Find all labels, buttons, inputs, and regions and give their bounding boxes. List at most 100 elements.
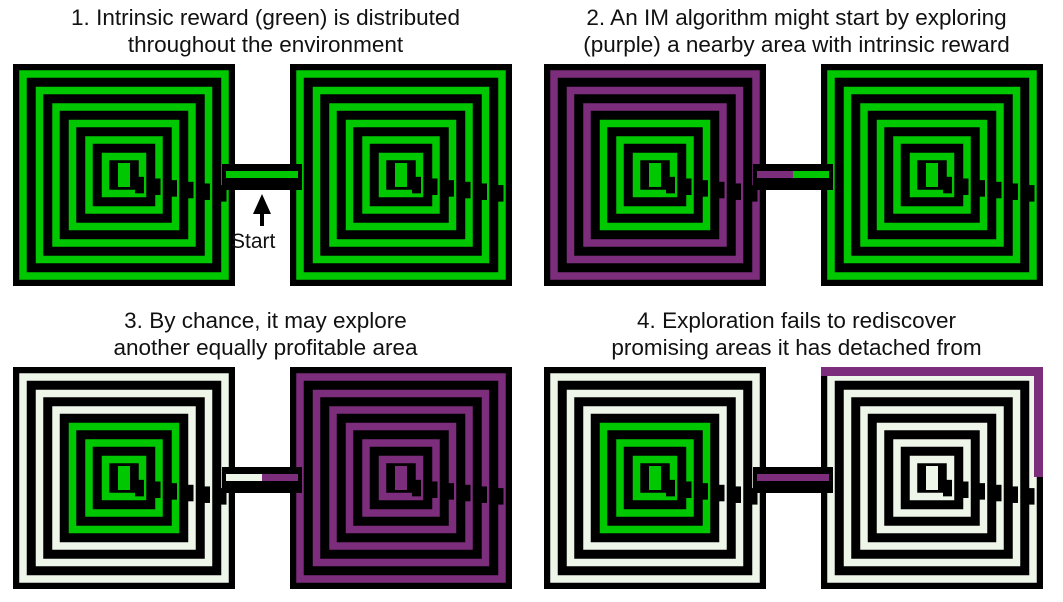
spiral-gap bbox=[992, 181, 1002, 199]
reward-path bbox=[583, 406, 727, 550]
spiral-gap bbox=[959, 178, 969, 195]
reward-path bbox=[362, 136, 440, 214]
reward-path bbox=[909, 152, 955, 198]
spiral-gap bbox=[682, 481, 692, 498]
spiral-gap bbox=[976, 180, 985, 197]
spiral-gap bbox=[201, 486, 210, 503]
panel-caption: 1. Intrinsic reward (green) is distribut… bbox=[0, 4, 531, 58]
spiral-room bbox=[544, 367, 766, 589]
reward-path bbox=[632, 152, 678, 198]
reward-path bbox=[312, 86, 490, 264]
reward-path bbox=[35, 86, 213, 264]
spiral-gap bbox=[959, 481, 969, 498]
reward-path bbox=[312, 389, 490, 567]
spiral-room bbox=[821, 64, 1043, 286]
spiral-gap bbox=[428, 178, 438, 195]
reward-path bbox=[362, 439, 440, 517]
caption-line-2: another equally profitable area bbox=[113, 335, 418, 360]
corridor-path bbox=[226, 171, 262, 178]
spiral-center bbox=[649, 163, 661, 187]
spiral-gap bbox=[715, 181, 725, 199]
reward-path bbox=[329, 406, 473, 550]
reward-path bbox=[599, 422, 711, 534]
corridor-path bbox=[262, 474, 298, 481]
reward-path bbox=[329, 103, 473, 247]
spiral-gap bbox=[478, 183, 487, 200]
spiral-maze-diagram bbox=[13, 64, 512, 286]
reward-path bbox=[101, 152, 147, 198]
corridor bbox=[222, 467, 302, 493]
reward-path bbox=[101, 455, 147, 501]
spiral-gap bbox=[943, 176, 952, 194]
spiral-gap bbox=[1009, 183, 1018, 200]
reward-path bbox=[860, 103, 1004, 247]
corridor-path bbox=[226, 474, 262, 481]
caption-line-2: (purple) a nearby area with intrinsic re… bbox=[583, 32, 1010, 57]
spiral-maze-diagram bbox=[13, 367, 512, 589]
up-arrow-icon bbox=[253, 194, 271, 226]
spiral-gap bbox=[992, 484, 1002, 502]
spiral-maze-diagram bbox=[544, 367, 1043, 589]
reward-path bbox=[893, 136, 971, 214]
spiral-gap bbox=[445, 483, 454, 500]
corridor-path bbox=[262, 171, 298, 178]
spiral-gap bbox=[461, 484, 471, 502]
spiral-gap bbox=[494, 185, 504, 202]
reward-path bbox=[632, 455, 678, 501]
spiral-gap bbox=[184, 484, 194, 502]
panel-caption: 3. By chance, it may explore another equ… bbox=[0, 307, 531, 361]
spiral-gap bbox=[732, 183, 741, 200]
corridor-path bbox=[793, 171, 829, 178]
corridor bbox=[222, 164, 302, 190]
reward-path bbox=[616, 439, 694, 517]
panel-caption: 4. Exploration fails to rediscover promi… bbox=[531, 307, 1062, 361]
spiral-gap bbox=[135, 176, 144, 194]
panel-1: 1. Intrinsic reward (green) is distribut… bbox=[0, 0, 531, 301]
spiral-gap bbox=[201, 183, 210, 200]
reward-path bbox=[68, 119, 180, 231]
spiral-maze-diagram bbox=[544, 64, 1043, 286]
explored-edge bbox=[1034, 367, 1043, 477]
reward-path bbox=[566, 86, 744, 264]
spiral-room bbox=[290, 64, 512, 286]
start-label: Start bbox=[231, 230, 276, 253]
caption-line-2: throughout the environment bbox=[127, 32, 404, 57]
spiral-room bbox=[821, 367, 1043, 589]
spiral-gap bbox=[1025, 488, 1035, 505]
corridor-path bbox=[757, 474, 793, 481]
reward-path bbox=[843, 389, 1021, 567]
spiral-gap bbox=[748, 488, 758, 505]
reward-path bbox=[378, 152, 424, 198]
reward-path bbox=[566, 389, 744, 567]
spiral-gap bbox=[412, 176, 421, 194]
caption-line-1: 2. An IM algorithm might start by explor… bbox=[586, 5, 1007, 30]
spiral-gap bbox=[168, 180, 177, 197]
reward-path bbox=[68, 422, 180, 534]
reward-path bbox=[345, 422, 457, 534]
reward-path bbox=[843, 86, 1021, 264]
spiral-gap bbox=[976, 483, 985, 500]
spiral-gap bbox=[732, 486, 741, 503]
caption-line-2: promising areas it has detached from bbox=[611, 335, 982, 360]
spiral-gap bbox=[699, 180, 708, 197]
spiral-gap bbox=[135, 479, 144, 497]
corridor-path bbox=[793, 474, 829, 481]
spiral-gap bbox=[478, 486, 487, 503]
reward-path bbox=[85, 136, 163, 214]
spiral-gap bbox=[748, 185, 758, 202]
corridor-path bbox=[757, 171, 793, 178]
spiral-gap bbox=[494, 488, 504, 505]
reward-path bbox=[345, 119, 457, 231]
spiral-gap bbox=[217, 488, 227, 505]
reward-path bbox=[583, 103, 727, 247]
spiral-center bbox=[649, 466, 661, 490]
panel-2: 2. An IM algorithm might start by explor… bbox=[531, 0, 1062, 301]
spiral-gap bbox=[428, 481, 438, 498]
spiral-gap bbox=[217, 185, 227, 202]
spiral-center bbox=[395, 466, 407, 490]
spiral-gap bbox=[461, 181, 471, 199]
spiral-gap bbox=[666, 176, 675, 194]
panel-3: 3. By chance, it may explore another equ… bbox=[0, 301, 531, 602]
reward-path bbox=[52, 406, 196, 550]
reward-path bbox=[85, 439, 163, 517]
